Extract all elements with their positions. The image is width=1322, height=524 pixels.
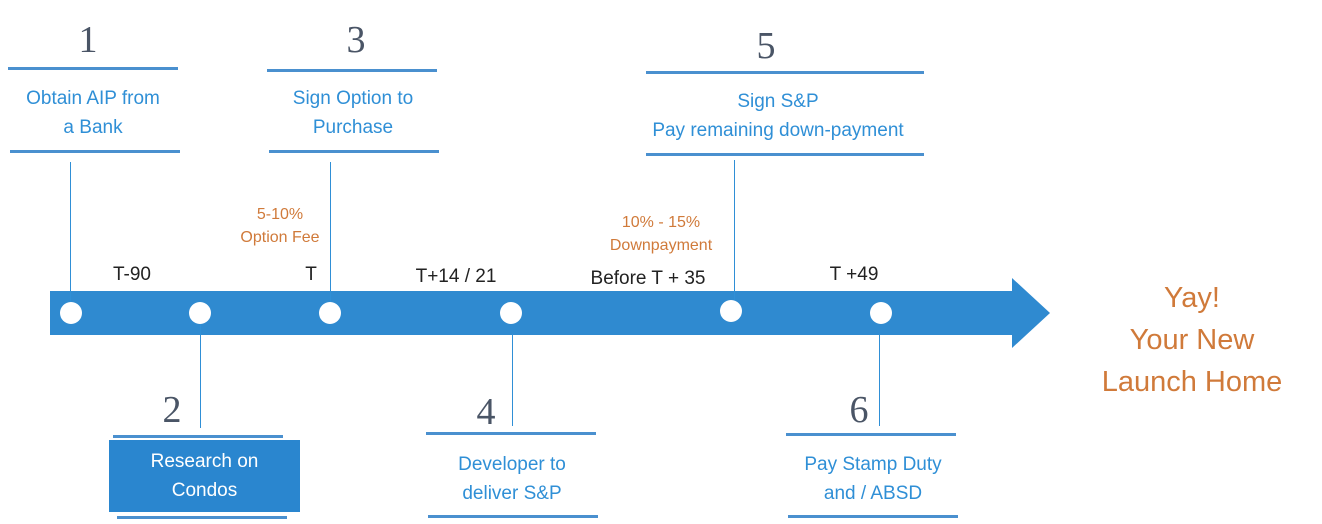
step-6-top-rule	[786, 433, 956, 436]
step-1-connector	[70, 162, 71, 302]
step-3-bottom-rule	[269, 150, 439, 153]
time-label-t-plus-49: T +49	[829, 264, 879, 285]
step-6-description: Pay Stamp Duty and / ABSD	[778, 450, 968, 508]
step-number-2: 2	[162, 389, 182, 431]
step-3-description: Sign Option to Purchase	[267, 84, 439, 142]
timeline-arrow-shaft	[50, 291, 1018, 335]
downpayment-note: 10% - 15% Downpayment	[596, 211, 726, 257]
step-2-top-rule	[113, 435, 283, 438]
step-4-top-rule	[426, 432, 596, 435]
final-line-3: Launch Home	[1101, 366, 1283, 398]
step-3-connector	[330, 162, 331, 302]
milestone-dot-4	[500, 302, 522, 324]
milestone-dot-2	[189, 302, 211, 324]
step-6-bottom-rule	[788, 515, 958, 518]
step-4-line-1: Developer to	[458, 454, 566, 475]
step-3-line-1: Sign Option to	[292, 88, 414, 109]
milestone-dot-6	[870, 302, 892, 324]
milestone-dot-5	[720, 300, 742, 322]
step-6-line-1: Pay Stamp Duty	[804, 454, 942, 475]
time-label-t-minus-90: T-90	[112, 264, 152, 285]
step-5-line-1: Sign S&P	[737, 91, 819, 112]
step-number-1: 1	[78, 19, 98, 61]
step-1-line-2: a Bank	[63, 117, 123, 138]
step-1-bottom-rule	[10, 150, 180, 153]
step-5-line-2: Pay remaining down-payment	[652, 120, 904, 141]
step-2-bottom-rule	[117, 516, 287, 519]
time-label-t: T	[305, 264, 317, 285]
downpayment-percent: 10% - 15%	[621, 214, 701, 231]
step-3-line-2: Purchase	[312, 117, 394, 138]
final-line-1: Yay!	[1164, 282, 1220, 314]
step-2-line-2: Condos	[171, 480, 238, 501]
step-4-description: Developer to deliver S&P	[426, 450, 598, 508]
option-fee-percent: 5-10%	[256, 206, 304, 223]
step-4-bottom-rule	[428, 515, 598, 518]
step-1-description: Obtain AIP from a Bank	[8, 84, 178, 142]
option-fee-label: Option Fee	[240, 229, 320, 246]
time-label-before-t-plus-35: Before T + 35	[590, 268, 706, 289]
step-5-top-rule	[646, 71, 924, 74]
step-number-3: 3	[346, 19, 366, 61]
option-fee-note: 5-10% Option Fee	[220, 203, 340, 249]
step-5-bottom-rule	[646, 153, 924, 156]
final-message: Yay! Your New Launch Home	[1077, 277, 1307, 403]
step-1-line-1: Obtain AIP from	[26, 88, 160, 109]
step-2-connector	[200, 324, 201, 428]
step-2-highlight-box: Research on Condos	[109, 440, 300, 512]
downpayment-label: Downpayment	[609, 237, 713, 254]
milestone-dot-3	[319, 302, 341, 324]
time-label-t-plus-14-21: T+14 / 21	[415, 266, 497, 287]
step-3-top-rule	[267, 69, 437, 72]
step-6-line-2: and / ABSD	[823, 483, 923, 504]
step-5-connector	[734, 160, 735, 300]
step-number-6: 6	[849, 389, 869, 431]
step-4-line-2: deliver S&P	[462, 483, 562, 504]
step-2-line-1: Research on	[150, 451, 259, 472]
step-5-description: Sign S&P Pay remaining down-payment	[630, 87, 926, 145]
step-number-4: 4	[476, 391, 496, 433]
milestone-dot-1	[60, 302, 82, 324]
step-number-5: 5	[756, 25, 776, 67]
timeline-arrowhead	[1012, 278, 1050, 348]
final-line-2: Your New	[1129, 324, 1255, 356]
step-6-connector	[879, 334, 880, 426]
step-1-top-rule	[8, 67, 178, 70]
step-4-connector	[512, 334, 513, 426]
